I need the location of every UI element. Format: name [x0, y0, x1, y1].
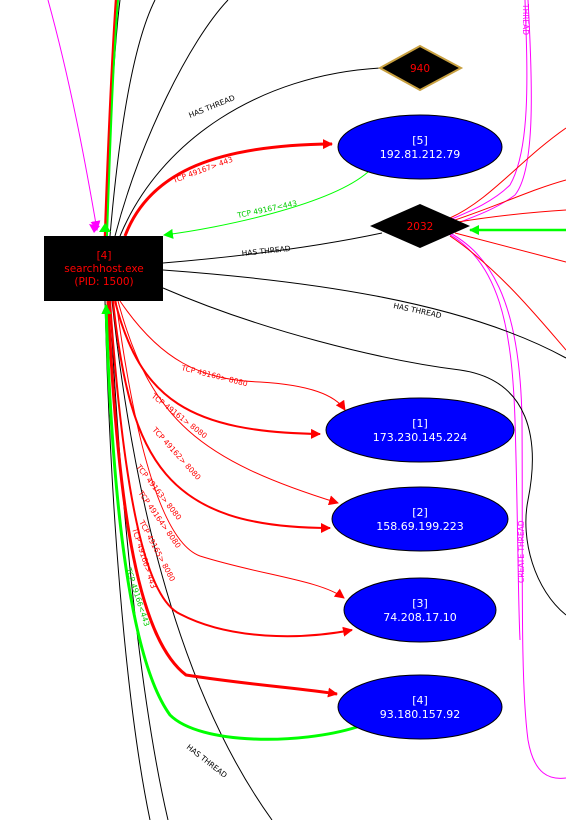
thread-label: 940 [410, 63, 430, 75]
edge-labels: HAS THREAD TCP 49167> 443 TCP 49167<443 … [124, 3, 530, 780]
create-thread-edge [454, 0, 532, 225]
has-thread-edge [162, 287, 566, 616]
tcp-out-edge-host5 [123, 139, 333, 237]
has-thread-edge-2032 [162, 232, 383, 264]
create-thread-arrow-head [89, 224, 100, 233]
has-thread-edge [109, 0, 156, 237]
has-thread-edge [111, 300, 273, 820]
tcp-edge [449, 127, 566, 219]
thread-node-940[interactable]: 940 [377, 44, 464, 92]
tcp-edge [454, 232, 566, 263]
edge-label-has-thread: HAS THREAD [241, 244, 291, 258]
tcp-in-arrow-head [99, 223, 111, 232]
tcp-edge-49164 [115, 300, 345, 599]
host-node-4[interactable]: [4] 93.180.157.92 [337, 674, 503, 740]
labelled-edges [101, 67, 383, 741]
edge-label-tcp-in: TCP 49167<443 [236, 198, 298, 220]
process-id-label: [4] [97, 250, 112, 262]
tcp-in-edge-host4 [101, 304, 358, 741]
process-name: searchhost.exe [64, 263, 144, 275]
process-node[interactable]: [4] searchhost.exe (PID: 1500) [44, 236, 163, 301]
host-ip: 158.69.199.223 [376, 520, 463, 533]
edge-label-create-thread: CREATE THREAD [517, 520, 526, 583]
edge-label-has-thread: HAS THREAD [185, 742, 229, 779]
tcp-edge-49165 [109, 300, 353, 638]
tcp-edge-49161 [114, 300, 321, 439]
create-thread-edge [439, 227, 566, 779]
host-node-5[interactable]: [5] 192.81.212.79 [337, 114, 503, 180]
thread-label: 2032 [407, 221, 434, 233]
host-id-label: [3] [412, 597, 428, 610]
host-node-3[interactable]: [3] 74.208.17.10 [343, 577, 497, 643]
process-pid: (PID: 1500) [74, 276, 133, 288]
has-thread-edge [104, 300, 151, 820]
host-id-label: [1] [412, 417, 428, 430]
tcp-edge [454, 179, 566, 221]
tcp-edge-49163 [112, 300, 331, 533]
tcp-edge-49162 [117, 300, 339, 506]
host-node-2[interactable]: [2] 158.69.199.223 [331, 486, 509, 552]
tcp-edge [457, 209, 566, 223]
host-id-label: [4] [412, 694, 428, 707]
tcp-edge [106, 0, 119, 237]
tcp-in-edge-host5 [163, 171, 369, 239]
tcp-out-edge-host4 [106, 300, 338, 698]
thread-node-2032[interactable]: 2032 [370, 204, 470, 248]
host-id-label: [5] [412, 134, 428, 147]
background-edges [47, 0, 566, 820]
host-ip: 192.81.212.79 [380, 148, 460, 161]
tcp-edge-49160 [119, 300, 346, 411]
host-ip: 93.180.157.92 [380, 708, 460, 721]
host-ip: 74.208.17.10 [383, 611, 456, 624]
host-id-label: [2] [412, 506, 428, 519]
edge-label-tcp-out: TCP 49167> 443 [171, 155, 235, 185]
create-thread-edge [444, 0, 528, 223]
edge-label-has-thread: HAS THREAD [393, 301, 443, 320]
edge-label-has-thread: HAS THREAD [187, 93, 236, 120]
create-thread-edge [47, 0, 101, 231]
has-thread-edge [114, 0, 229, 237]
host-node-1[interactable]: [1] 173.230.145.224 [325, 397, 515, 463]
has-thread-edge [162, 269, 566, 359]
edge-label-thread: THREAD [521, 3, 530, 35]
tcp-edge [103, 0, 118, 237]
tcp-edge [449, 235, 566, 351]
edge-label-tcp: TCP 49160> 8080 [180, 363, 249, 388]
create-thread-edge [444, 231, 521, 641]
has-thread-edge [109, 300, 169, 820]
has-thread-edge-940 [119, 67, 381, 237]
host-ip: 173.230.145.224 [373, 431, 467, 444]
